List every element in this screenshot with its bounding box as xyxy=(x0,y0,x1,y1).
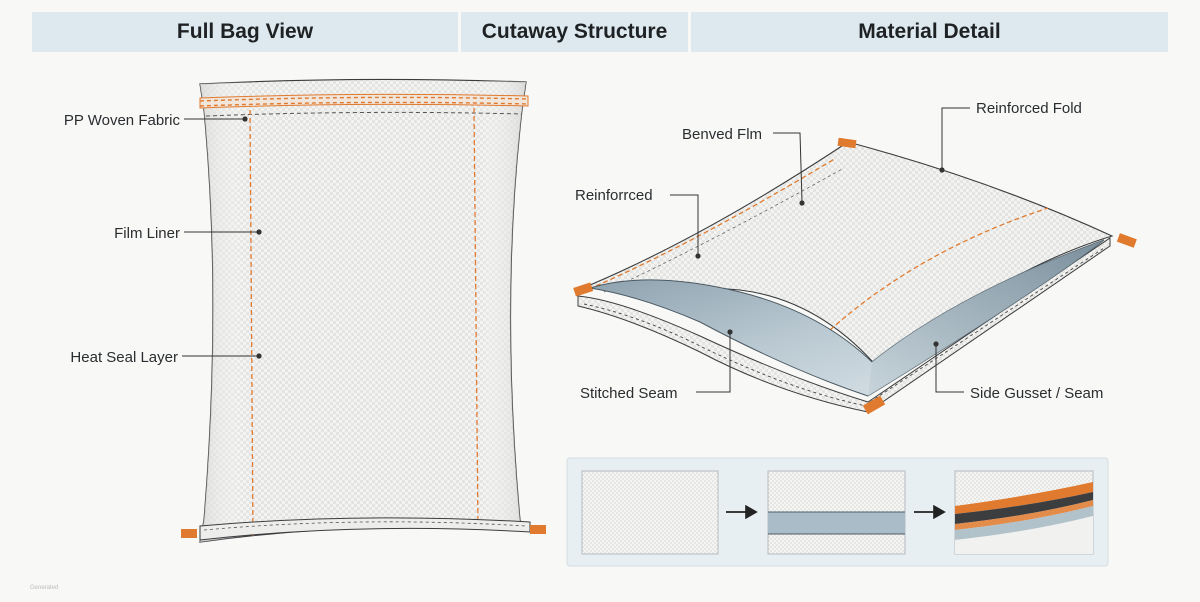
label-stitched-seam: Stitched Seam xyxy=(580,385,678,402)
stitch-line-left xyxy=(249,109,254,537)
callout-dot xyxy=(256,229,262,235)
material-detail-panel xyxy=(566,457,1109,567)
multilayer-laminate-swatch xyxy=(954,470,1094,555)
orange-tab-bottom-right xyxy=(530,525,546,534)
full-bag-illustration: PP Woven Fabric Film Liner Heat Seal Lay… xyxy=(64,78,546,543)
orange-tab-right xyxy=(1116,233,1137,248)
callout-dot xyxy=(727,329,733,335)
cutaway-bottom-panel xyxy=(577,237,1111,413)
label-film-liner: Film Liner xyxy=(114,225,180,242)
woven-fabric-swatch xyxy=(581,470,719,555)
film-laminate-swatch xyxy=(767,470,906,555)
orange-tab-top xyxy=(837,137,857,149)
callout-dot xyxy=(799,200,805,206)
stitch-line-right xyxy=(473,107,479,529)
watermark: Generated xyxy=(30,585,59,591)
label-benved-film: Benved Flm xyxy=(682,126,762,143)
callout-dot xyxy=(256,353,262,359)
callout-dot xyxy=(933,341,939,347)
label-heat-seal-layer: Heat Seal Layer xyxy=(70,349,178,366)
cutaway-top-panel xyxy=(577,141,1114,371)
label-reinforced-fold: Reinforced Fold xyxy=(976,100,1082,117)
tab-material-detail: Material Detail xyxy=(691,12,1168,52)
cutaway-bag-illustration: Benved Flm Reinforced Fold Reinforrced S… xyxy=(573,100,1137,415)
tab-full-bag-view: Full Bag View xyxy=(32,12,458,52)
callout-dot xyxy=(695,253,701,259)
label-reinforced: Reinforrced xyxy=(575,187,653,204)
callout-dot xyxy=(242,116,248,122)
orange-tab-bottom xyxy=(862,395,886,415)
orange-tab-bottom-left xyxy=(181,529,197,538)
tab-cutaway-structure: Cutaway Structure xyxy=(461,12,688,52)
orange-tab-left xyxy=(573,282,594,297)
label-side-gusset-seam: Side Gusset / Seam xyxy=(970,385,1103,402)
label-pp-woven-fabric: PP Woven Fabric xyxy=(64,112,181,129)
callout-dot xyxy=(939,167,945,173)
